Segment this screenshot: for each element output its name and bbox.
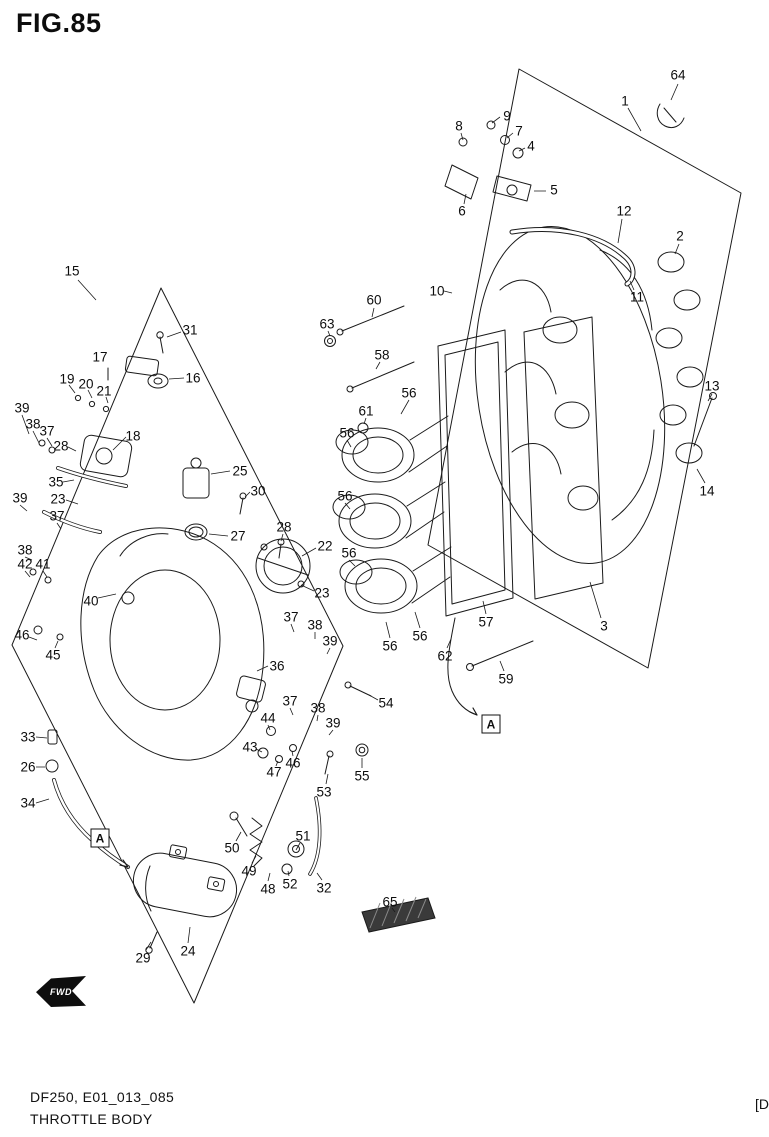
fwd-label: FWD [50, 986, 72, 997]
part-label-56: 56 [401, 385, 417, 401]
figure-code: DF250, E01_013_085 [30, 1089, 175, 1105]
part-label-34: 34 [20, 795, 36, 811]
part-label-60: 60 [366, 292, 382, 308]
emblem-plate [361, 896, 436, 933]
part-label-64: 64 [670, 67, 686, 83]
part-label-54: 54 [378, 695, 394, 711]
part-label-57: 57 [478, 614, 494, 630]
view-ref-marker-A: A [481, 714, 501, 734]
part-label-20: 20 [78, 376, 94, 392]
part-label-15: 15 [64, 263, 80, 279]
part-label-48: 48 [260, 881, 276, 897]
part-label-21: 21 [96, 383, 112, 399]
part-label-3: 3 [600, 618, 608, 634]
part-label-63: 63 [319, 316, 335, 332]
part-label-39: 39 [325, 715, 341, 731]
view-ref-marker-A: A [90, 828, 110, 848]
part-label-12: 12 [616, 203, 632, 219]
part-label-38: 38 [25, 416, 41, 432]
part-label-37: 37 [39, 423, 55, 439]
figure-name: THROTTLE BODY [30, 1111, 153, 1128]
part-label-59: 59 [498, 671, 514, 687]
part-label-52: 52 [282, 876, 298, 892]
part-label-46: 46 [14, 627, 30, 643]
part-label-16: 16 [185, 370, 201, 386]
part-label-45: 45 [45, 647, 61, 663]
part-label-13: 13 [704, 378, 720, 394]
part-label-10: 10 [429, 283, 445, 299]
part-label-18: 18 [125, 428, 141, 444]
part-label-37: 37 [49, 508, 65, 524]
part-label-36: 36 [269, 658, 285, 674]
part-label-61: 61 [358, 403, 374, 419]
part-label-38: 38 [310, 700, 326, 716]
part-label-39: 39 [14, 400, 30, 416]
part-label-8: 8 [455, 118, 463, 134]
part-label-39: 39 [12, 490, 28, 506]
part-label-17: 17 [92, 349, 108, 365]
part-label-56: 56 [412, 628, 428, 644]
part-label-42: 42 [17, 556, 33, 572]
part-label-9: 9 [503, 108, 511, 124]
figure-title: FIG.85 [16, 8, 102, 38]
part-label-30: 30 [250, 483, 266, 499]
part-label-28: 28 [276, 519, 292, 535]
part-label-47: 47 [266, 764, 282, 780]
part-label-56: 56 [339, 425, 355, 441]
part-label-39: 39 [322, 633, 338, 649]
part-label-23: 23 [314, 585, 330, 601]
enclosure-boxes [11, 68, 742, 1004]
part-label-37: 37 [282, 693, 298, 709]
part-label-65: 65 [382, 894, 398, 910]
part-label-53: 53 [316, 784, 332, 800]
part-label-29: 29 [135, 950, 151, 966]
part-label-5: 5 [550, 182, 558, 198]
part-label-41: 41 [35, 556, 51, 572]
part-label-55: 55 [354, 768, 370, 784]
part-label-23: 23 [50, 491, 66, 507]
part-label-2: 2 [676, 228, 684, 244]
part-label-1: 1 [621, 93, 629, 109]
part-label-24: 24 [180, 943, 196, 959]
part-label-44: 44 [260, 710, 276, 726]
right-assembly-art [437, 103, 717, 716]
part-label-43: 43 [242, 739, 258, 755]
part-label-62: 62 [437, 648, 453, 664]
part-label-11: 11 [629, 289, 645, 305]
part-label-56: 56 [382, 638, 398, 654]
part-label-25: 25 [232, 463, 248, 479]
part-label-22: 22 [317, 538, 333, 554]
part-label-33: 33 [20, 729, 36, 745]
part-label-38: 38 [17, 542, 33, 558]
part-label-6: 6 [458, 203, 466, 219]
part-label-4: 4 [527, 138, 535, 154]
corner-fragment: [D [755, 1096, 769, 1112]
part-label-58: 58 [374, 347, 390, 363]
part-label-14: 14 [699, 483, 715, 499]
part-label-37: 37 [283, 609, 299, 625]
figure-footer: DF250, E01_013_085 THROTTLE BODY [30, 1086, 174, 1131]
part-label-40: 40 [83, 593, 99, 609]
part-label-32: 32 [316, 880, 332, 896]
part-label-31: 31 [182, 322, 198, 338]
part-label-27: 27 [230, 528, 246, 544]
part-label-7: 7 [515, 123, 523, 139]
leader-lines [19, 83, 713, 951]
part-label-26: 26 [20, 759, 36, 775]
part-label-49: 49 [241, 863, 257, 879]
part-label-35: 35 [48, 474, 64, 490]
part-label-51: 51 [295, 828, 311, 844]
part-label-38: 38 [307, 617, 323, 633]
part-label-46: 46 [285, 755, 301, 771]
part-label-28: 28 [53, 438, 69, 454]
part-label-50: 50 [224, 840, 240, 856]
part-label-56: 56 [337, 488, 353, 504]
part-label-56: 56 [341, 545, 357, 561]
left-assembly-art [29, 331, 372, 954]
part-label-19: 19 [59, 371, 75, 387]
